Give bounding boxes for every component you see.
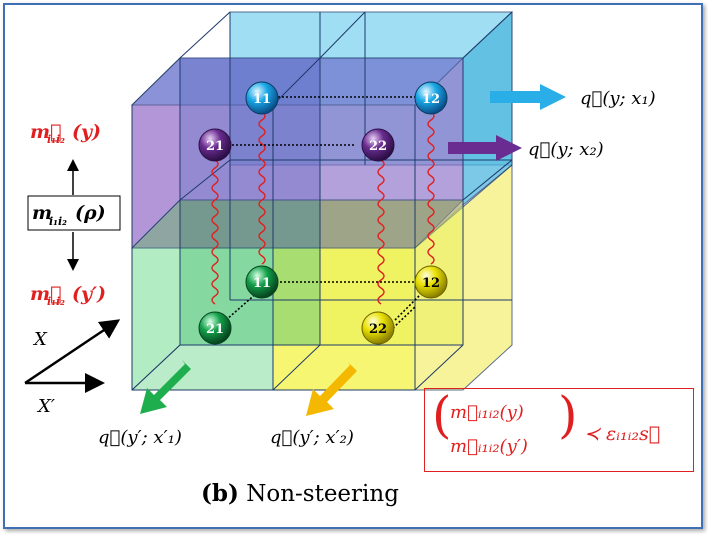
arrow-cyan (490, 84, 566, 110)
caption-tag: (b) (201, 480, 239, 507)
label-m-bottom: m⃗ i₁i₂ (y′) (30, 283, 106, 308)
arrow-purple (448, 135, 522, 161)
caption-text: Non-steering (246, 481, 399, 507)
axis-x-label: X (32, 329, 48, 350)
svg-text:m⃗: m⃗ (30, 121, 62, 143)
node-label: 11 (253, 276, 271, 291)
q-top2-label: q⃗(y; x₂) (528, 139, 604, 160)
spring-11 (258, 111, 266, 265)
paren-left: ( (432, 386, 452, 444)
node-bottom-11: 11 (245, 265, 279, 299)
svg-text:(y′): (y′) (72, 283, 106, 305)
arrow-green (140, 360, 191, 414)
node-label: 22 (369, 322, 387, 337)
spring-12 (427, 111, 435, 265)
node-label: 21 (206, 322, 224, 337)
node-bottom-21: 21 (198, 311, 232, 345)
spring-21 (211, 159, 219, 305)
springs (211, 111, 435, 305)
node-label: 11 (253, 92, 271, 107)
relation: ( m⃗ᵢ₁ᵢ₂(y) m⃗ᵢ₁ᵢ₂(y′) ) ≺ εᵢ₁ᵢ₂s⃗ (432, 386, 660, 457)
node-top-21: 21 (198, 128, 232, 162)
svg-text:m: m (32, 202, 52, 224)
node-bottom-12: 12 (414, 265, 448, 299)
node-label: 21 (206, 139, 224, 154)
node-top-12: 12 (414, 81, 448, 115)
relation-row1: m⃗ᵢ₁ᵢ₂(y) (450, 402, 524, 423)
node-label: 12 (422, 92, 440, 107)
svg-text:(ρ): (ρ) (75, 202, 106, 224)
cube-edges (131, 11, 513, 391)
svg-text:(y): (y) (72, 121, 101, 143)
label-m-top: m⃗ i₁i₂ (y) (30, 121, 101, 146)
node-top-11: 11 (245, 81, 279, 115)
arrow-orange (306, 362, 357, 416)
label-m-center: m i₁i₂ (ρ) (32, 202, 106, 228)
svg-text:i₁i₂: i₁i₂ (49, 215, 67, 228)
q-bot1-label: q⃗(y′; x′₁) (98, 427, 182, 448)
axis-x-line (24, 319, 121, 385)
spring-22 (377, 159, 385, 305)
node-bottom-22: 22 (361, 311, 395, 345)
figure-frame (3, 3, 703, 529)
node-label: 22 (369, 139, 387, 154)
dotted-links (225, 96, 421, 329)
relation-rhs: ≺ εᵢ₁ᵢ₂s⃗ (584, 423, 660, 445)
axis-xp-label: X′ (36, 396, 55, 417)
svg-text:i₁i₂: i₁i₂ (47, 295, 65, 308)
paren-right: ) (558, 386, 578, 444)
middle-slab (130, 199, 465, 249)
center-label-box (27, 195, 121, 231)
svg-text:i₁i₂: i₁i₂ (47, 133, 65, 146)
q-top1-label: q⃗(y; x₁) (580, 88, 656, 109)
relation-row2: m⃗ᵢ₁ᵢ₂(y′) (450, 436, 528, 457)
q-bot2-label: q⃗(y′; x′₂) (270, 427, 354, 448)
svg-text:m⃗: m⃗ (30, 283, 62, 305)
node-top-22: 22 (361, 128, 395, 162)
node-label: 12 (422, 276, 440, 291)
relation-box (424, 388, 694, 472)
figure-caption: (b) Non-steering (0, 480, 600, 507)
